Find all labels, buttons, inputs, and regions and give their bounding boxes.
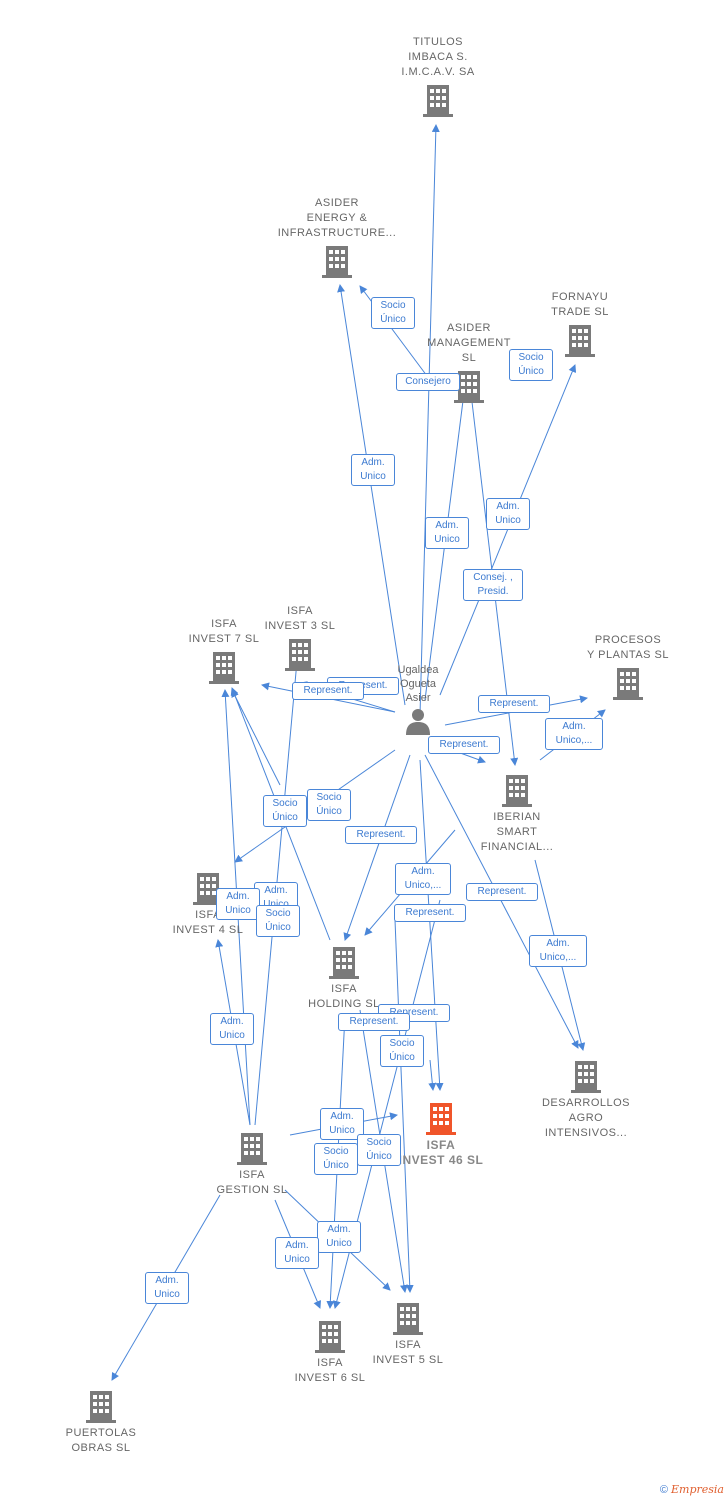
relation-label[interactable]: Represent. bbox=[345, 826, 417, 844]
building-icon bbox=[423, 85, 453, 117]
relation-label[interactable]: Socio Único bbox=[314, 1143, 358, 1175]
node-puertolas-obras[interactable]: PUERTOLAS OBRAS SL bbox=[26, 1386, 176, 1456]
node-asider-energy[interactable]: ASIDER ENERGY & INFRASTRUCTURE... bbox=[262, 196, 412, 281]
building-icon bbox=[426, 1103, 456, 1135]
relation-label[interactable]: Represent. bbox=[338, 1013, 410, 1031]
building-icon bbox=[571, 1061, 601, 1093]
node-isfa-invest-4[interactable]: ISFA INVEST 4 SL bbox=[133, 868, 283, 938]
building-icon bbox=[285, 639, 315, 671]
node-isfa-invest-7[interactable]: ISFA INVEST 7 SL bbox=[149, 617, 299, 687]
building-icon bbox=[393, 1303, 423, 1335]
node-isfa-gestion[interactable]: ISFA GESTION SL bbox=[177, 1128, 327, 1198]
relation-label[interactable]: Adm. Unico bbox=[216, 888, 260, 920]
node-person-ugaldea[interactable]: Ugaldea Ogueta Asier bbox=[373, 663, 463, 737]
person-icon bbox=[406, 709, 430, 735]
node-label: ASIDER MANAGEMENT SL bbox=[427, 322, 511, 364]
node-isfa-invest-6[interactable]: ISFA INVEST 6 SL bbox=[255, 1316, 405, 1386]
building-icon bbox=[329, 947, 359, 979]
relation-label[interactable]: Adm. Unico bbox=[317, 1221, 361, 1253]
relation-label[interactable]: Adm. Unico bbox=[425, 517, 469, 549]
copyright-symbol: © bbox=[659, 1484, 668, 1496]
node-label: ISFA INVEST 7 SL bbox=[188, 618, 260, 645]
relation-label[interactable]: Adm. Unico bbox=[320, 1108, 364, 1140]
relation-label[interactable]: Adm. Unico bbox=[210, 1013, 254, 1045]
node-isfa-invest-46[interactable]: ISFA INVEST 46 SL bbox=[366, 1098, 516, 1168]
relation-label[interactable]: Consejero bbox=[396, 373, 460, 391]
brand-logo[interactable]: Empresia bbox=[671, 1483, 724, 1496]
node-label: ISFA INVEST 6 SL bbox=[294, 1357, 366, 1384]
node-isfa-invest-5[interactable]: ISFA INVEST 5 SL bbox=[333, 1298, 483, 1368]
building-icon bbox=[86, 1391, 116, 1423]
building-icon bbox=[613, 668, 643, 700]
node-fornayu-trade[interactable]: FORNAYU TRADE SL bbox=[505, 290, 655, 360]
relation-label[interactable]: Socio Único bbox=[371, 297, 415, 329]
building-icon bbox=[209, 652, 239, 684]
relation-label[interactable]: Socio Único bbox=[509, 349, 553, 381]
relation-label[interactable]: Adm. Unico,... bbox=[395, 863, 451, 895]
node-label: TITULOS IMBACA S. I.M.C.A.V. SA bbox=[401, 36, 475, 78]
node-label: ISFA GESTION SL bbox=[216, 1169, 288, 1196]
relation-label[interactable]: Adm. Unico bbox=[275, 1237, 319, 1269]
node-label: PUERTOLAS OBRAS SL bbox=[65, 1427, 137, 1454]
node-iberian-smart[interactable]: IBERIAN SMART FINANCIAL... bbox=[442, 770, 592, 855]
relation-label[interactable]: Represent. bbox=[428, 736, 500, 754]
relation-label[interactable]: Socio Único bbox=[263, 795, 307, 827]
node-label: ISFA INVEST 3 SL bbox=[264, 605, 336, 632]
building-icon bbox=[565, 325, 595, 357]
node-titulos-imbaca[interactable]: TITULOS IMBACA S. I.M.C.A.V. SA bbox=[363, 35, 513, 120]
node-label: FORNAYU TRADE SL bbox=[551, 291, 609, 318]
building-icon bbox=[315, 1321, 345, 1353]
node-desarrollos-agro[interactable]: DESARROLLOS AGRO INTENSIVOS... bbox=[511, 1056, 661, 1141]
node-isfa-invest-3[interactable]: ISFA INVEST 3 SL bbox=[225, 604, 375, 674]
relation-label[interactable]: Consej. , Presid. bbox=[463, 569, 523, 601]
footer-copyright: © Empresia bbox=[660, 1483, 724, 1496]
node-label: ISFA INVEST 5 SL bbox=[372, 1339, 444, 1366]
relation-label[interactable]: Socio Único bbox=[357, 1134, 401, 1166]
building-icon bbox=[454, 371, 484, 403]
building-icon bbox=[237, 1133, 267, 1165]
relation-label[interactable]: Adm. Unico bbox=[145, 1272, 189, 1304]
node-isfa-holding[interactable]: ISFA HOLDING SL bbox=[269, 942, 419, 1012]
node-label: ISFA HOLDING SL bbox=[308, 983, 380, 1010]
relation-label[interactable]: Represent. bbox=[394, 904, 466, 922]
node-procesos-plantas[interactable]: PROCESOS Y PLANTAS SL bbox=[553, 633, 703, 703]
relation-label[interactable]: Adm. Unico bbox=[486, 498, 530, 530]
relation-label[interactable]: Adm. Unico,... bbox=[545, 718, 603, 750]
building-icon bbox=[322, 246, 352, 278]
node-label: ISFA INVEST 4 SL bbox=[172, 909, 244, 936]
relation-label[interactable]: Adm. Unico bbox=[351, 454, 395, 486]
node-label: IBERIAN SMART FINANCIAL... bbox=[480, 811, 554, 853]
relation-label[interactable]: Socio Único bbox=[307, 789, 351, 821]
relation-label[interactable]: Socio Único bbox=[256, 905, 300, 937]
relation-label[interactable]: Socio Único bbox=[380, 1035, 424, 1067]
relation-label[interactable]: Represent. bbox=[292, 682, 364, 700]
relation-label[interactable]: Adm. Unico,... bbox=[529, 935, 587, 967]
building-icon bbox=[502, 775, 532, 807]
node-asider-management[interactable]: ASIDER MANAGEMENT SL bbox=[394, 321, 544, 406]
relation-label[interactable]: Represent. bbox=[466, 883, 538, 901]
person-label: Ugaldea Ogueta Asier bbox=[397, 664, 439, 704]
building-icon bbox=[193, 873, 223, 905]
relation-label[interactable]: Represent. bbox=[478, 695, 550, 713]
node-label: DESARROLLOS AGRO INTENSIVOS... bbox=[541, 1097, 631, 1139]
node-label: ASIDER ENERGY & INFRASTRUCTURE... bbox=[277, 197, 397, 239]
node-label: PROCESOS Y PLANTAS SL bbox=[586, 634, 670, 661]
node-label: ISFA INVEST 46 SL bbox=[398, 1138, 484, 1167]
